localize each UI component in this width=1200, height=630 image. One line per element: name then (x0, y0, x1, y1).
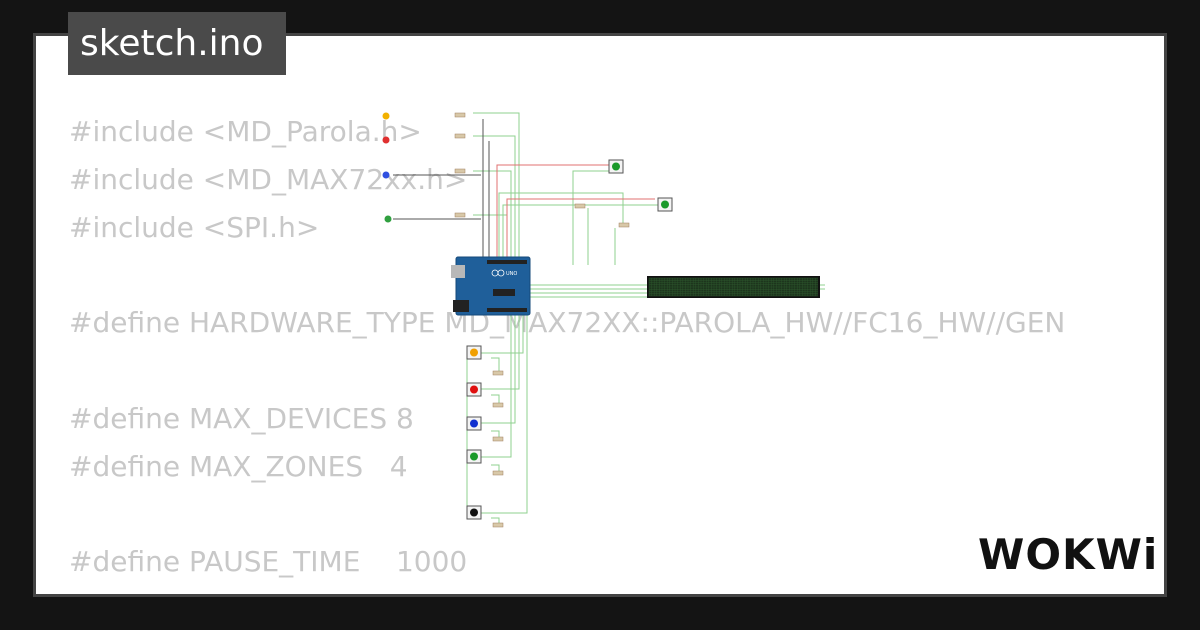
wires (466, 112, 671, 525)
blue-led (382, 171, 390, 179)
circuit-diagram: UNO (382, 112, 825, 528)
button-cap-icon (470, 452, 478, 461)
button-cap-icon (470, 348, 478, 357)
code-preview: #include <MD_Parola.h> #include <MD_MAX72… (69, 108, 1066, 594)
code-line: #define HARDWARE_TYPE MD_MAX72XX::PAROLA… (69, 306, 1066, 340)
code-line: #include <SPI.h> (69, 210, 320, 244)
button-cap-icon (661, 200, 669, 209)
code-line: #include <MD_MAX72xx.h> (69, 162, 468, 196)
resistor (492, 402, 504, 408)
button-cap-icon (612, 162, 620, 171)
resistor (492, 436, 504, 442)
power-wires (393, 119, 655, 265)
green-led (384, 215, 392, 223)
led-matrix (647, 276, 825, 298)
code-line: #include <MD_Parola.h> (69, 115, 422, 148)
file-tab[interactable]: sketch.ino (68, 12, 286, 75)
wokwi-logo: WOKWi (978, 530, 1159, 579)
resistor (618, 222, 630, 228)
preview-card: #include <MD_Parola.h> #include <MD_MAX72… (33, 33, 1167, 597)
resistor (492, 370, 504, 376)
header-pins (487, 260, 527, 264)
yellow-led (382, 112, 390, 120)
button-cap-icon (470, 508, 478, 517)
usb-port (451, 265, 465, 278)
resistor (454, 212, 466, 218)
button-cap-icon (470, 385, 478, 394)
resistor (454, 133, 466, 139)
code-line: #define PAUSE_TIME 1000 (69, 545, 468, 579)
resistor (454, 168, 466, 174)
led-group (382, 112, 392, 223)
code-line: #define SCROLL_SPEED 50 (69, 586, 1065, 594)
resistor (574, 203, 586, 209)
power-jack (453, 300, 469, 312)
button-cap-icon (470, 419, 478, 428)
board-label: UNO (506, 271, 517, 277)
resistor (454, 112, 466, 118)
red-led (382, 136, 390, 144)
header-pins (487, 308, 527, 312)
right-buttons (608, 159, 673, 212)
resistor (492, 522, 504, 528)
bottom-buttons (466, 345, 482, 520)
arduino-uno-board: UNO (451, 256, 531, 316)
arduino-logo-icon (497, 269, 505, 277)
microcontroller-chip (493, 289, 515, 296)
resistors (454, 112, 630, 528)
code-line: #define MAX_DEVICES 8 (69, 401, 414, 435)
code-line: #define MAX_ZONES 4 (69, 449, 408, 483)
resistor (492, 470, 504, 476)
